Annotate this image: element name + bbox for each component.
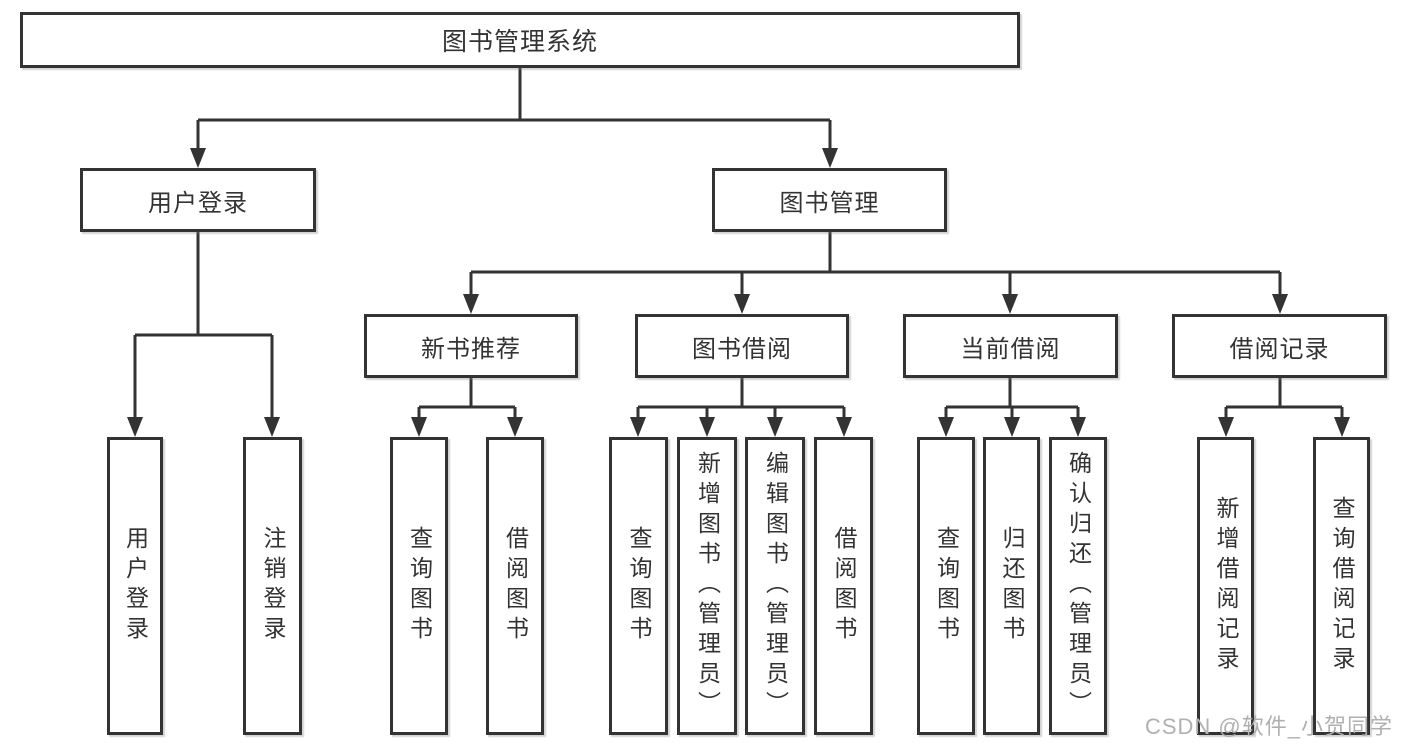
arrow-icon — [822, 148, 838, 168]
arrow-icon — [938, 417, 954, 437]
leaf-add-books-admin: 新增图书（管理员） — [677, 437, 737, 735]
node-label: 确认归还（管理员） — [1065, 451, 1092, 721]
node-label: 查询图书 — [626, 526, 652, 646]
node-borrow-records: 借阅记录 — [1172, 314, 1387, 378]
node-label: 新增图书（管理员） — [694, 451, 721, 721]
csdn-watermark: CSDN @软件_小贺同学 — [1144, 714, 1393, 739]
arrow-icon — [836, 417, 852, 437]
node-label: 用户登录 — [148, 189, 248, 217]
node-label: 注销登录 — [260, 526, 286, 646]
node-label: 当前借阅 — [960, 335, 1061, 363]
arrow-icon — [1002, 294, 1018, 314]
leaf-query-books-borrowing: 查询图书 — [609, 437, 668, 735]
arrow-icon — [734, 294, 750, 314]
arrow-icon — [411, 417, 427, 437]
arrow-icon — [127, 417, 143, 437]
node-book-management: 图书管理 — [712, 168, 947, 232]
leaf-logout: 注销登录 — [243, 437, 302, 735]
node-user-login-group: 用户登录 — [80, 168, 316, 232]
node-label: 图书管理系统 — [441, 28, 598, 56]
node-label: 借阅记录 — [1229, 335, 1330, 363]
arrow-icon — [1004, 417, 1020, 437]
leaf-return-books: 归还图书 — [983, 437, 1040, 735]
arrow-icon — [767, 417, 783, 437]
arrow-icon — [190, 148, 206, 168]
node-label: 图书管理 — [779, 189, 880, 217]
node-label: 查询借阅记录 — [1329, 496, 1355, 676]
leaf-query-books-recommend: 查询图书 — [390, 437, 448, 735]
node-label: 查询图书 — [406, 526, 433, 646]
arrow-icon — [264, 417, 280, 437]
arrow-icon — [1272, 294, 1288, 314]
arrow-icon — [630, 417, 646, 437]
leaf-query-borrow-record: 查询借阅记录 — [1313, 437, 1370, 735]
node-label: 借阅图书 — [502, 526, 529, 646]
arrow-icon — [1218, 417, 1234, 437]
node-label: 编辑图书（管理员） — [762, 451, 789, 721]
leaf-add-borrow-record: 新增借阅记录 — [1197, 437, 1254, 735]
node-label: 用户登录 — [122, 526, 149, 646]
arrow-icon — [1070, 417, 1086, 437]
node-label: 借阅图书 — [831, 526, 857, 646]
node-label: 新书推荐 — [421, 335, 521, 363]
leaf-query-books-current: 查询图书 — [917, 437, 975, 735]
node-new-book-recommend: 新书推荐 — [364, 314, 578, 378]
node-library-management-system: 图书管理系统 — [20, 12, 1020, 68]
arrow-icon — [699, 417, 715, 437]
node-book-borrowing: 图书借阅 — [635, 314, 849, 378]
leaf-confirm-return-admin: 确认归还（管理员） — [1049, 437, 1107, 735]
node-current-borrowing: 当前借阅 — [903, 314, 1118, 378]
node-label: 归还图书 — [999, 526, 1025, 646]
node-label: 查询图书 — [933, 526, 960, 646]
arrow-icon — [1334, 417, 1350, 437]
leaf-user-login: 用户登录 — [107, 437, 163, 735]
leaf-borrow-books: 借阅图书 — [814, 437, 873, 735]
leaf-edit-books-admin: 编辑图书（管理员） — [745, 437, 805, 735]
leaf-borrow-books-recommend: 借阅图书 — [486, 437, 544, 735]
arrow-icon — [507, 417, 523, 437]
arrow-icon — [463, 294, 479, 314]
node-label: 图书借阅 — [692, 335, 792, 363]
node-label: 新增借阅记录 — [1213, 496, 1239, 676]
